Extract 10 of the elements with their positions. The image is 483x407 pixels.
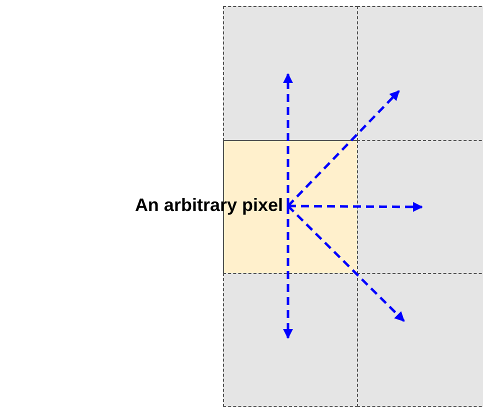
dashed-arrow xyxy=(283,206,293,339)
pixel-cell xyxy=(223,6,358,141)
pixel-cell xyxy=(357,140,483,274)
pixel-cell xyxy=(357,6,483,141)
dashed-arrow xyxy=(287,90,400,207)
dashed-arrow xyxy=(287,205,405,322)
pixel-cell xyxy=(357,273,483,407)
dashed-arrow xyxy=(288,202,423,212)
dashed-arrow xyxy=(283,73,293,206)
pixel-cell xyxy=(223,273,358,407)
